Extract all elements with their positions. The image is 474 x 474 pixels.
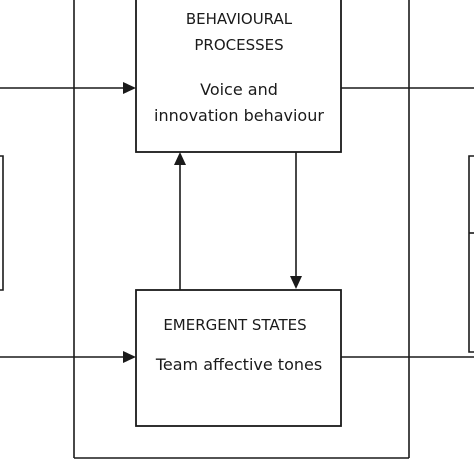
node-behavioural-processes-frame	[135, 0, 342, 153]
node-behavioural-processes: BEHAVIOURAL PROCESSES Voice and innovati…	[135, 0, 342, 153]
node-behavioural-processes-heading-line2: PROCESSES	[194, 36, 283, 54]
node-behavioural-processes-body-line1: Voice and	[200, 80, 278, 99]
node-behavioural-processes-body-line2: innovation behaviour	[154, 106, 324, 125]
right-partial-box	[468, 155, 474, 353]
feedback-arrow-up-head	[174, 152, 186, 165]
node-behavioural-processes-heading-line1: BEHAVIOURAL	[186, 10, 293, 28]
input-arrow-bottom-head	[123, 351, 136, 363]
node-emergent-states-frame	[135, 289, 342, 427]
left-partial-box	[0, 155, 4, 291]
node-emergent-states-heading: EMERGENT STATES	[163, 316, 306, 334]
input-arrow-top-head	[123, 82, 136, 94]
feedback-arrow-down-head	[290, 276, 302, 289]
node-emergent-states: EMERGENT STATES Team affective tones	[135, 289, 342, 427]
node-emergent-states-body: Team affective tones	[155, 355, 322, 374]
